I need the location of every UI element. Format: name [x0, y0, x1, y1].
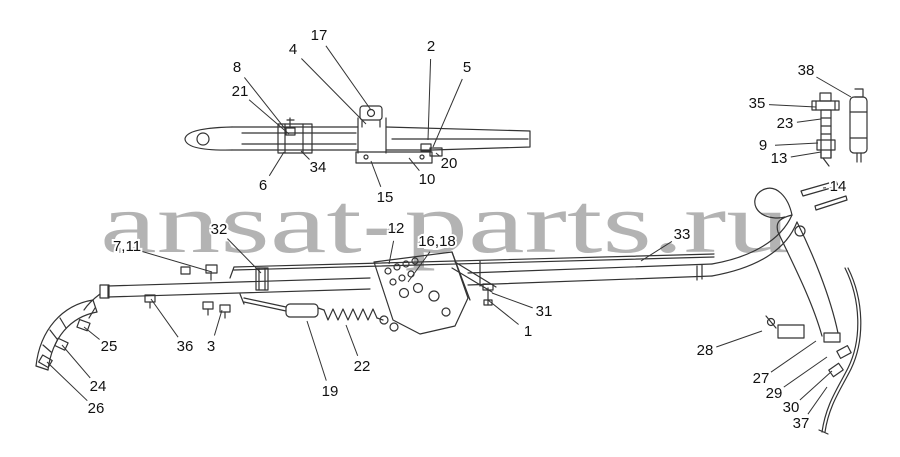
part-label-36: 36 — [177, 338, 194, 355]
lever-mechanism — [240, 252, 496, 334]
part-label-12: 12 — [388, 220, 405, 237]
part-label-27: 27 — [753, 370, 770, 387]
part-label-7-11: 7,11 — [113, 238, 141, 255]
part-label-25: 25 — [101, 338, 118, 355]
leader-line-2 — [427, 58, 432, 141]
leader-line-6 — [268, 151, 285, 177]
part-label-6: 6 — [259, 177, 267, 194]
leader-line-30 — [799, 370, 833, 401]
upper-rod — [230, 254, 714, 286]
part-label-31: 31 — [536, 303, 553, 320]
part-label-13: 13 — [771, 150, 788, 167]
leader-line-28 — [716, 330, 763, 348]
leader-line-33 — [640, 240, 673, 262]
part-label-22: 22 — [354, 358, 371, 375]
part-label-38: 38 — [798, 62, 815, 79]
leader-line-25 — [83, 326, 100, 340]
leader-line-35 — [768, 104, 817, 108]
curved-arm-assembly — [712, 188, 840, 342]
beam-bracket — [256, 268, 268, 290]
lower-plate — [356, 152, 432, 163]
technical-drawing — [36, 89, 867, 434]
leader-line-32 — [227, 238, 262, 274]
arm-hinge — [778, 325, 804, 338]
upper-hitch-assembly — [185, 106, 530, 163]
part-label-21: 21 — [232, 83, 249, 100]
part-label-17: 17 — [311, 27, 328, 44]
leader-line-24 — [61, 344, 91, 379]
leader-line-10 — [408, 157, 420, 172]
callout-labels: 1234567,1189101213141516,181719202122232… — [46, 25, 852, 434]
part-label-29: 29 — [766, 385, 783, 402]
hex-nut — [817, 140, 835, 150]
leader-line-38 — [816, 76, 852, 98]
main-beam-assembly — [84, 254, 714, 318]
part-label-16-18: 16,18 — [418, 233, 456, 250]
part-label-37: 37 — [793, 415, 810, 432]
leader-line-1 — [487, 299, 519, 325]
leader-line-16-18 — [407, 251, 431, 283]
part-label-28: 28 — [697, 342, 714, 359]
bracket-pin — [286, 128, 295, 135]
part-label-23: 23 — [777, 115, 794, 132]
cylinder-38 — [850, 97, 867, 153]
part-label-34: 34 — [310, 159, 327, 176]
fitting-group — [801, 89, 867, 210]
turnbuckle — [286, 304, 318, 317]
leader-line-4 — [301, 58, 367, 125]
leader-line-12 — [388, 240, 395, 265]
part-label-33: 33 — [674, 226, 691, 243]
leader-line-20 — [435, 152, 441, 157]
leader-line-34 — [300, 150, 310, 160]
leader-line-7-11 — [138, 249, 213, 273]
leader-line-26 — [46, 361, 88, 402]
pin-14 — [801, 181, 838, 196]
leader-line-8 — [244, 77, 287, 131]
part-label-26: 26 — [88, 400, 105, 417]
part-label-10: 10 — [419, 171, 436, 188]
handle-loop — [755, 188, 792, 218]
part-label-19: 19 — [322, 383, 339, 400]
part-label-2: 2 — [427, 38, 435, 55]
leader-line-13 — [790, 151, 822, 158]
leader-line-23 — [796, 118, 822, 123]
leader-line-31 — [491, 292, 533, 309]
part-label-4: 4 — [289, 41, 297, 58]
clevis-hole — [197, 133, 209, 145]
watermark: ansat-parts.ru — [100, 175, 790, 271]
leader-line-9 — [774, 142, 819, 146]
disc-assembly — [36, 300, 97, 370]
leader-line-22 — [345, 324, 359, 356]
leader-line-27 — [770, 340, 817, 373]
leader-line-37 — [807, 386, 828, 415]
return-rod — [819, 268, 861, 434]
part-label-20: 20 — [441, 155, 458, 172]
latch-cap — [360, 106, 382, 120]
leader-line-19 — [306, 320, 327, 381]
leader-line-29 — [783, 356, 828, 388]
leader-line-21 — [248, 99, 290, 135]
part-label-8: 8 — [233, 59, 241, 76]
part-label-3: 3 — [207, 338, 215, 355]
leader-line-3 — [213, 309, 223, 336]
part-label-15: 15 — [377, 189, 394, 206]
part-label-32: 32 — [211, 221, 228, 238]
part-label-1: 1 — [524, 323, 532, 340]
leader-line-15 — [370, 160, 382, 187]
leader-line-36 — [150, 298, 179, 338]
part-label-5: 5 — [463, 59, 471, 76]
part-label-30: 30 — [783, 399, 800, 416]
spring — [324, 309, 377, 320]
part-label-14: 14 — [830, 178, 847, 195]
part-label-9: 9 — [759, 137, 767, 154]
leader-line-17 — [325, 45, 372, 111]
leader-line-5 — [432, 78, 463, 148]
part-label-35: 35 — [749, 95, 766, 112]
part-label-24: 24 — [90, 378, 107, 395]
